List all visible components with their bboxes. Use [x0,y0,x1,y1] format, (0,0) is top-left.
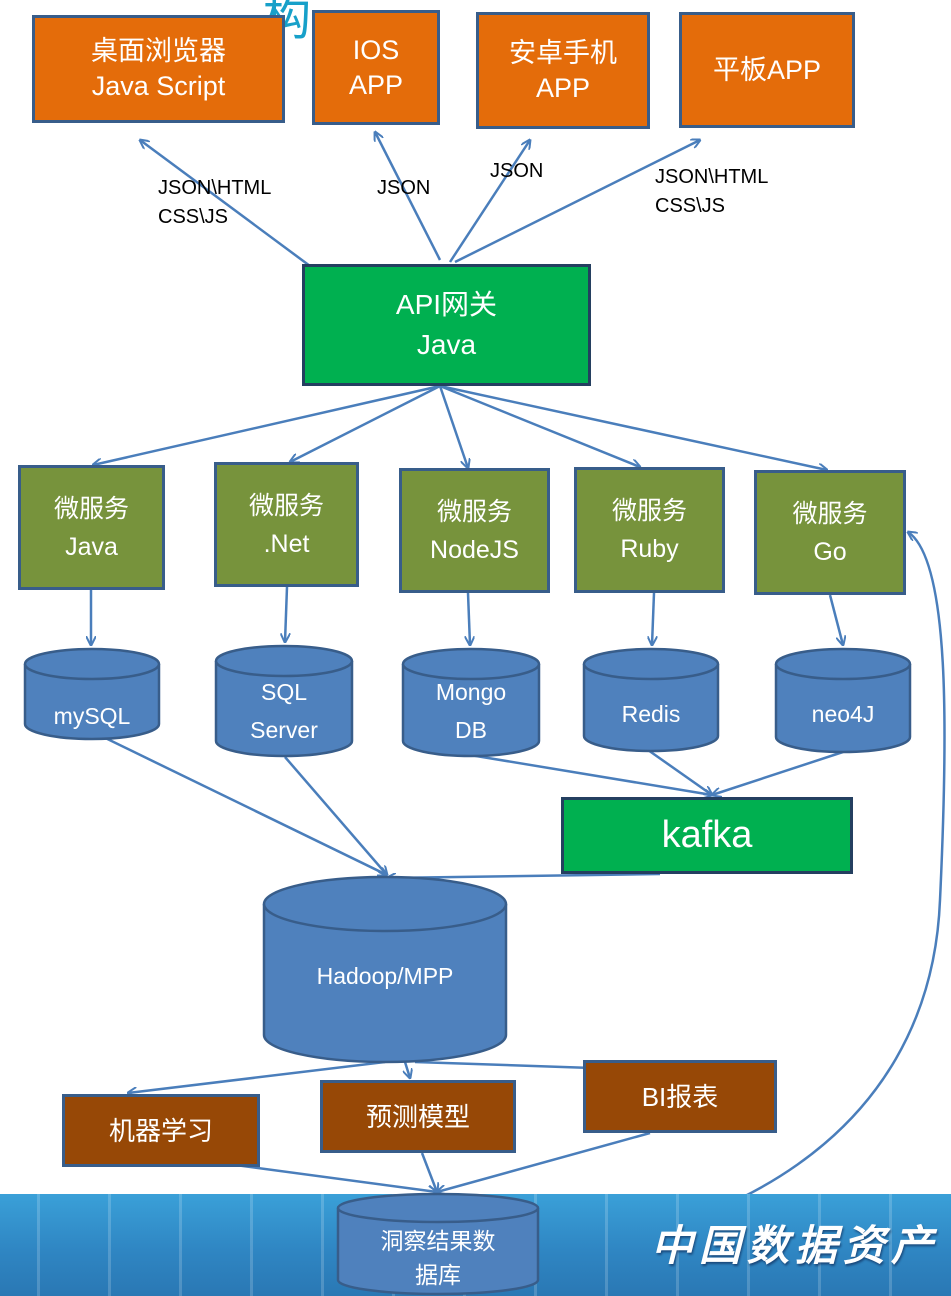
arrow-bi-results [437,1131,651,1192]
protocol-label-tablet: JSON\HTML CSS\JS [655,163,768,221]
banner-brand-text: 中国数据资产 [650,1221,939,1270]
arrow-gw-svc1 [93,384,441,465]
db-results: 洞察结果数 据库 [336,1192,540,1296]
arrow-hadoop-ml [128,1060,386,1093]
protocol-line1: JSON [490,160,544,182]
service-dotnet: 微服务 .Net [214,462,359,587]
arrow-sqlserver-hadoop [284,756,387,875]
arrow-gw-svc4 [439,384,640,467]
arrow-svc-db5 [828,594,843,645]
arrow-svc-db2 [285,586,287,642]
kafka-label: kafka [661,814,753,856]
arrow-gw-browser [140,140,311,268]
app-prediction-model: 预测模型 [320,1080,516,1153]
client-line1: IOS [352,34,400,65]
arrow-mysql-hadoop [92,730,387,875]
protocol-line1: JSON [377,177,431,199]
db-line1: mySQL [54,703,131,729]
api-gateway: API网关 Java [302,264,591,386]
client-ios-app: IOS APP [312,10,440,125]
arrow-svc-db4 [652,592,654,645]
db-line1: neo4J [812,701,875,727]
arrow-redis-kafka [647,748,712,795]
app-label: 机器学习 [108,1115,213,1146]
arrow-gw-svc5 [439,384,827,470]
db-line1: Mongo [436,679,506,705]
service-line2: Java [65,532,118,561]
client-line1: 平板APP [712,54,822,85]
protocol-line1: JSON\HTML [655,166,769,188]
hadoop-label: Hadoop/MPP [317,963,454,989]
app-machine-learning: 机器学习 [62,1094,260,1167]
service-line1: 微服务 [53,494,129,523]
app-bi-report: BI报表 [583,1060,777,1133]
db-line1: 洞察结果数 [381,1228,496,1254]
service-line2: NodeJS [430,535,519,564]
protocol-label-ios: JSON [377,174,430,203]
arrow-svc-db3 [468,592,470,645]
service-line1: 微服务 [611,497,687,525]
service-java: 微服务 Java [18,465,165,590]
arrow-gw-svc3 [438,385,468,468]
service-line1: 微服务 [248,491,324,520]
arrow-mongo-kafka [469,753,712,795]
protocol-label-browser: JSON\HTML CSS\JS [158,174,271,232]
db-hadoop: Hadoop/MPP [262,875,508,1064]
db-mongodb: Mongo DB [401,647,541,758]
service-nodejs: 微服务 NodeJS [399,468,550,593]
protocol-label-android: JSON [490,157,543,186]
arrow-gw-tablet [454,140,700,264]
arrow-hadoop-predict [405,1061,410,1078]
app-label: 预测模型 [365,1101,470,1132]
db-line2: 据库 [415,1262,461,1288]
client-line1: 安卓手机 [509,37,617,68]
kafka-box: kafka [561,797,853,874]
service-line1: 微服务 [436,497,512,526]
client-line2: Java Script [91,71,226,101]
db-sqlserver: SQL Server [214,644,354,758]
db-mysql: mySQL [23,647,161,741]
protocol-line2: CSS\JS [655,195,726,217]
arrow-gw-svc2 [290,384,441,462]
gateway-line2: Java [416,329,477,360]
service-go: 微服务 Go [754,470,906,595]
gateway-line1: API网关 [395,289,498,320]
arrow-predict-results [420,1152,437,1192]
db-line1: Redis [622,701,681,727]
protocol-line1: JSON\HTML [158,177,272,199]
db-line2: Server [250,717,318,743]
client-line2: APP [348,69,404,100]
arrow-neo4j-kafka [712,750,844,795]
service-line2: .Net [263,529,310,558]
db-line1: SQL [261,679,307,705]
service-line2: Ruby [620,535,679,563]
service-line1: 微服务 [792,499,868,528]
client-android-app: 安卓手机 APP [476,12,650,129]
service-line2: Go [813,537,847,566]
db-neo4j: neo4J [774,647,912,754]
db-redis: Redis [582,647,720,753]
protocol-line2: CSS\JS [158,206,229,228]
client-tablet-app: 平板APP [679,12,855,128]
arrow-gw-ios [375,132,442,261]
client-desktop-browser: 桌面浏览器 Java Script [32,15,285,123]
client-line2: APP [535,72,591,103]
arrow-kafka-hadoop [387,872,661,878]
db-line2: DB [455,717,487,743]
client-line1: 桌面浏览器 [91,36,226,66]
service-ruby: 微服务 Ruby [574,467,725,593]
arrow-gw-android [448,140,530,263]
app-label: BI报表 [641,1081,719,1112]
